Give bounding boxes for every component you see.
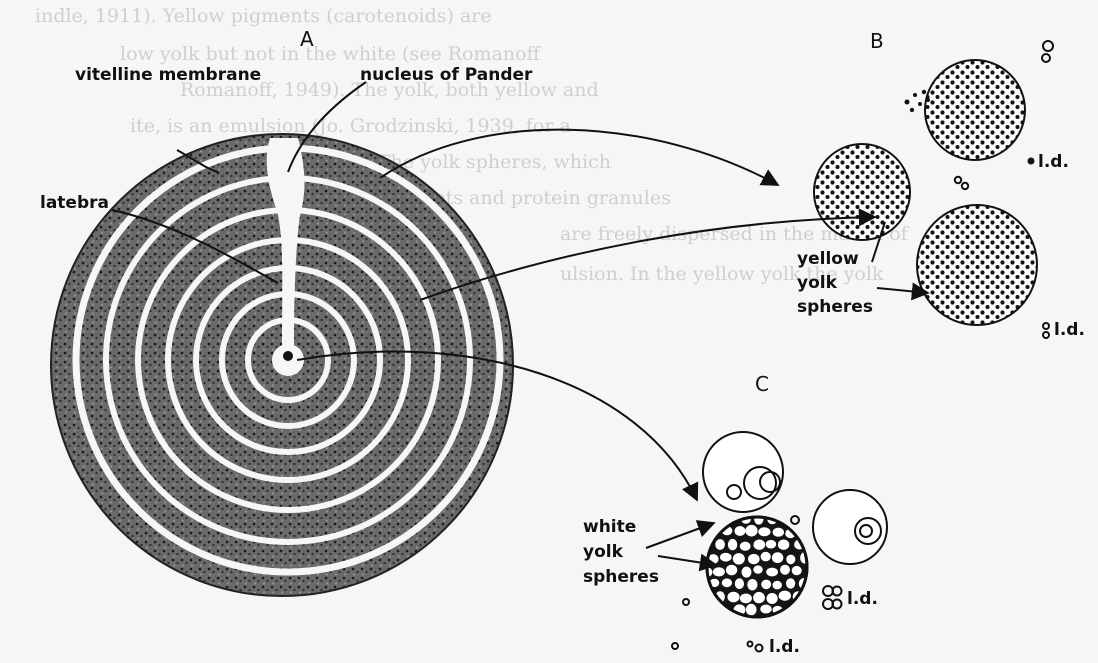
white-yolk-granule: [742, 567, 752, 578]
white-yolk-granule: [766, 568, 778, 577]
white-yolk-granule: [761, 552, 771, 562]
panel-label-b: B: [870, 29, 884, 53]
label-lipid-droplet: l.d.: [847, 589, 878, 609]
label-white-yolk-spheres-1: white: [583, 517, 636, 537]
label-yellow-yolk-spheres-3: spheres: [797, 297, 873, 317]
label-yellow-yolk-spheres-1: yellow: [797, 249, 859, 269]
white-yolk-granule: [713, 567, 725, 576]
white-yolk-granule: [754, 513, 763, 524]
white-yolk-granule: [786, 578, 795, 588]
yolk-cross-section: [51, 134, 513, 596]
white-yolk-granule: [753, 565, 762, 573]
panel-label-a: A: [300, 27, 314, 51]
white-yolk-granule: [754, 540, 766, 550]
label-yellow-yolk-spheres-2: yolk: [797, 273, 838, 293]
label-latebra: latebra: [40, 193, 109, 213]
bleed-line: low yolk but not in the white (see Roman…: [120, 43, 542, 65]
white-yolk-granule: [772, 552, 783, 563]
white-yolk-granule: [773, 528, 784, 537]
yellow-yolk-sphere: [925, 60, 1025, 160]
white-yolk-granule: [735, 578, 744, 589]
label-nucleus-of-pander: nucleus of Pander: [360, 65, 533, 85]
white-yolk-granule: [715, 539, 725, 550]
white-yolk-granule: [728, 539, 737, 550]
white-yolk-granule: [727, 592, 739, 603]
white-yolk-granule: [778, 540, 789, 550]
white-yolk-granule: [753, 592, 765, 603]
white-yolk-sphere: [813, 490, 887, 564]
lipid-droplet-icon: [1043, 41, 1053, 51]
latebra-center-dot: [283, 351, 293, 361]
yellow-yolk-panel: [814, 41, 1053, 338]
white-yolk-granule: [726, 565, 737, 576]
white-yolk-granule: [766, 540, 777, 549]
arrow-white-yolk: [646, 523, 714, 548]
white-yolk-granule: [720, 553, 732, 562]
white-yolk-granule: [733, 553, 745, 564]
white-yolk-granule: [758, 527, 770, 536]
white-yolk-granule: [760, 605, 771, 614]
label-white-yolk-spheres-3: spheres: [583, 567, 659, 587]
white-yolk-granule: [773, 581, 782, 590]
white-yolk-granule: [722, 578, 732, 587]
label-lipid-droplet: l.d.: [769, 637, 800, 657]
white-yolk-granule: [740, 594, 752, 604]
arrow-yellow-yolk: [877, 288, 928, 293]
white-yolk-granule: [745, 525, 757, 537]
white-yolk-granule: [748, 554, 760, 564]
label-white-yolk-spheres-2: yolk: [583, 542, 624, 562]
white-yolk-granule: [761, 580, 771, 590]
white-yolk-granule: [747, 579, 757, 590]
white-yolk-granule: [786, 555, 795, 565]
lipid-droplet-icon: [1042, 54, 1050, 62]
white-yolk-granule: [740, 542, 751, 551]
white-yolk-granule: [779, 591, 791, 601]
yellow-yolk-sphere: [814, 144, 910, 240]
white-yolk-granule: [767, 593, 778, 604]
panel-label-c: C: [755, 372, 769, 396]
white-yolk-granule: [792, 566, 802, 575]
white-yolk-granule: [780, 565, 790, 575]
bleed-line: indle, 1911). Yellow pigments (carotenoi…: [35, 5, 492, 27]
white-yolk-granule: [746, 604, 757, 616]
label-lipid-droplet: l.d.: [1038, 152, 1069, 172]
yellow-yolk-sphere: [917, 205, 1037, 325]
white-yolk-granule: [735, 526, 746, 536]
white-yolk-panel: [672, 432, 887, 652]
label-vitelline-membrane: vitelline membrane: [75, 65, 261, 85]
label-lipid-droplet: l.d.: [1054, 320, 1085, 340]
